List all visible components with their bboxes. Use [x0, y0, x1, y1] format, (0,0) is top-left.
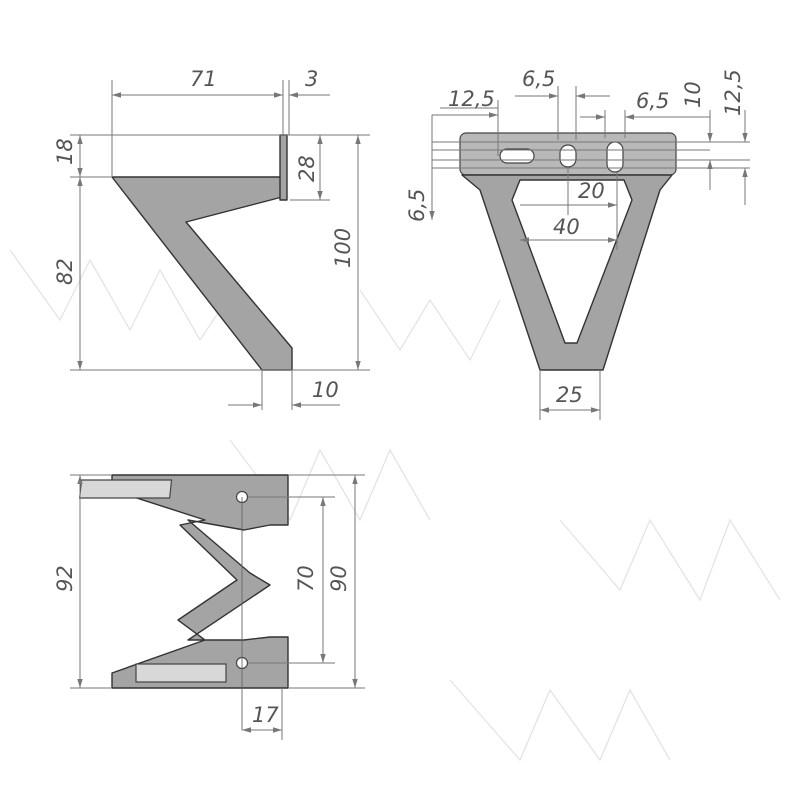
side-view-flange — [279, 134, 288, 201]
dim-body-height: 90 — [327, 565, 351, 592]
dim-hole-spacing-small: 20 — [578, 179, 605, 203]
front-view-dimension-labels: 12,5 6,5 6,5 10 12,5 6,5 20 40 25 — [405, 67, 745, 407]
dim-top-offset: 18 — [53, 138, 77, 165]
dim-width-top: 71 — [190, 67, 217, 91]
front-view-slot-left — [499, 148, 535, 164]
top-view-slot-lower — [135, 663, 227, 683]
dim-hole-offset-top: 17 — [252, 703, 279, 727]
dim-thickness: 3 — [305, 67, 318, 91]
top-view-profile — [111, 474, 289, 689]
dim-foot-width-front: 25 — [556, 383, 583, 407]
top-view-dimension-labels: 92 70 90 17 — [53, 565, 351, 727]
dim-slot-width-right: 6,5 — [636, 89, 669, 113]
front-view-frame — [461, 174, 673, 371]
top-view-slot-upper — [78, 479, 173, 499]
dim-hole-offset: 12,5 — [448, 87, 495, 111]
top-view-dimension-lines — [70, 474, 365, 740]
dim-overall-height: 92 — [53, 565, 77, 592]
side-view: 71 3 18 28 82 100 10 — [53, 67, 370, 410]
dim-slot-height: 10 — [681, 81, 705, 108]
dim-foot-width: 10 — [312, 378, 339, 402]
side-view-dimension-lines — [70, 80, 370, 410]
side-view-dimension-labels: 71 3 18 28 82 100 10 — [53, 67, 355, 402]
dim-plate-height: 12,5 — [721, 69, 745, 116]
dim-total-height: 100 — [331, 228, 355, 268]
dim-plate-gap: 6,5 — [405, 189, 429, 222]
side-view-profile — [111, 176, 293, 371]
dim-hole-spacing-large: 40 — [553, 215, 580, 239]
dim-hole-spacing: 70 — [294, 565, 318, 592]
dim-leg-height: 82 — [53, 258, 77, 285]
front-view-slot-center — [559, 144, 577, 168]
front-view-dimension-lines — [429, 86, 750, 420]
top-view: 92 70 90 17 — [53, 474, 365, 740]
dim-flange-height: 28 — [295, 155, 319, 182]
front-view: 12,5 6,5 6,5 10 12,5 6,5 20 40 25 — [405, 67, 750, 420]
dim-slot-width-left: 6,5 — [522, 67, 555, 91]
